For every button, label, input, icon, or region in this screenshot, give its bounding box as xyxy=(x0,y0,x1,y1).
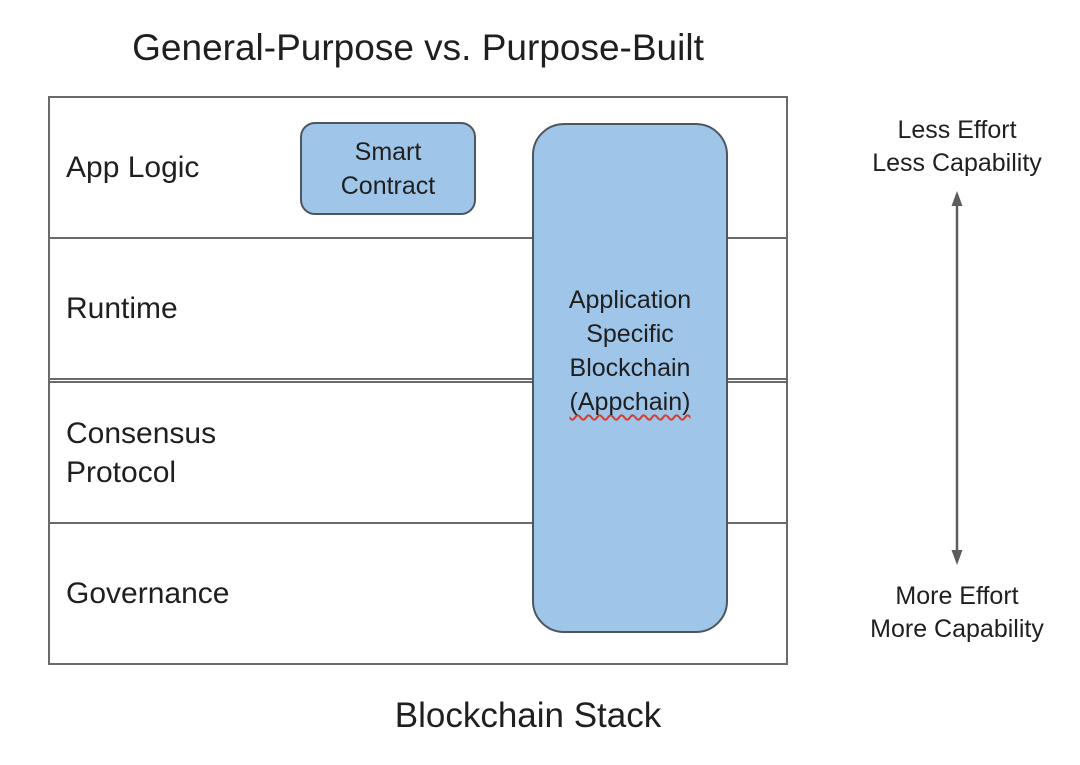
smart-contract-label: Smart Contract xyxy=(340,137,436,200)
appchain-label-line3: Blockchain xyxy=(569,354,691,382)
less-effort-label: Less Effort Less Capability xyxy=(872,116,1042,177)
diagram-subtitle: Blockchain Stack xyxy=(394,696,662,735)
appchain-label-line2: Specific xyxy=(586,320,674,348)
double-headed-vertical-arrow-icon xyxy=(951,191,963,565)
appchain-label-line4: (Appchain) xyxy=(569,388,691,416)
stack-row-runtime: Runtime xyxy=(50,237,786,378)
smart-contract-box: Smart Contract xyxy=(300,122,476,215)
stack-row-consensus-protocol: Consensus Protocol xyxy=(50,378,786,522)
appchain-box: Application Specific Blockchain (Appchai… xyxy=(532,123,728,633)
row-label-runtime: Runtime xyxy=(66,292,178,325)
more-effort-label: More Effort More Capability xyxy=(870,582,1044,643)
row-label-app-logic: App Logic xyxy=(66,151,200,184)
appchain-label-line1: Application xyxy=(568,286,692,314)
diagram-title: General-Purpose vs. Purpose-Built xyxy=(132,27,704,68)
row-label-governance: Governance xyxy=(66,577,230,610)
stack-row-governance: Governance xyxy=(50,522,786,663)
row-label-consensus-protocol: Consensus Protocol xyxy=(66,416,217,489)
stack-row-app-logic: App Logic xyxy=(50,98,786,237)
